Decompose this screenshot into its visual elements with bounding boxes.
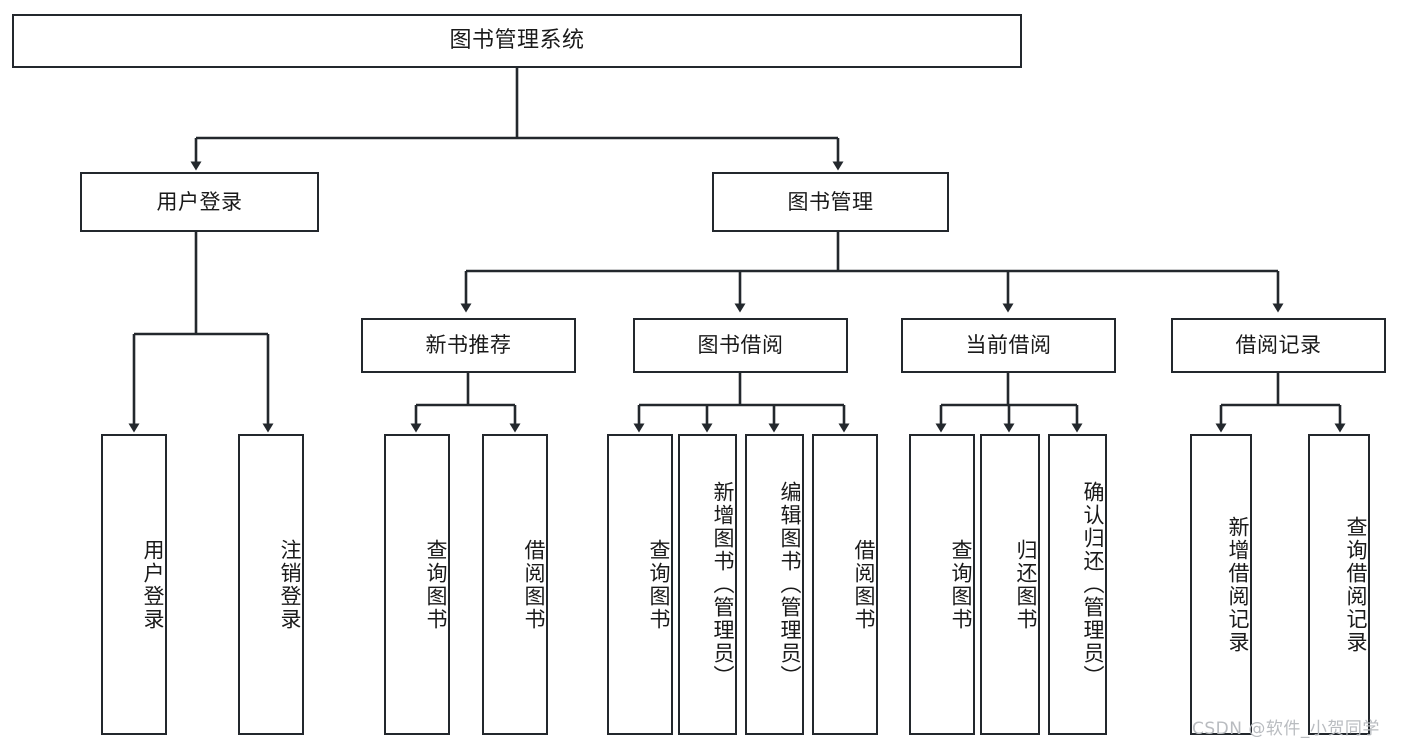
leaf-record-add-record[interactable]: 新增借阅记录 <box>1190 434 1252 735</box>
leaf-label: 归还图书 <box>1014 538 1038 631</box>
leaf-label: 新增图书（管理员） <box>711 481 735 688</box>
csdn-watermark: CSDN @软件_小贺同学 <box>1192 719 1380 739</box>
leaf-borrow-query-book[interactable]: 查询图书 <box>607 434 673 735</box>
leaf-recommend-query-book[interactable]: 查询图书 <box>384 434 450 735</box>
leaf-borrow-add-book-admin[interactable]: 新增图书（管理员） <box>678 434 737 735</box>
leaf-user-login-signout[interactable]: 注销登录 <box>238 434 304 735</box>
node-book-borrow[interactable]: 图书借阅 <box>633 318 848 373</box>
leaf-label: 查询图书 <box>647 538 671 631</box>
leaf-label: 用户登录 <box>141 538 165 631</box>
leaf-label: 借阅图书 <box>852 538 876 631</box>
leaf-recommend-borrow-book[interactable]: 借阅图书 <box>482 434 548 735</box>
leaf-label: 查询图书 <box>424 538 448 631</box>
leaf-label: 新增借阅记录 <box>1226 515 1250 654</box>
leaf-label: 查询图书 <box>949 538 973 631</box>
leaf-current-return-book[interactable]: 归还图书 <box>980 434 1040 735</box>
node-borrow-record[interactable]: 借阅记录 <box>1171 318 1386 373</box>
leaf-current-query-book[interactable]: 查询图书 <box>909 434 975 735</box>
node-new-book-recommend[interactable]: 新书推荐 <box>361 318 576 373</box>
leaf-borrow-edit-book-admin[interactable]: 编辑图书（管理员） <box>745 434 804 735</box>
leaf-label: 借阅图书 <box>522 538 546 631</box>
leaf-current-confirm-return-admin[interactable]: 确认归还（管理员） <box>1048 434 1107 735</box>
leaf-label: 注销登录 <box>278 538 302 631</box>
leaf-label: 确认归还（管理员） <box>1081 481 1105 688</box>
node-root-system[interactable]: 图书管理系统 <box>12 14 1022 68</box>
leaf-label: 编辑图书（管理员） <box>778 481 802 688</box>
node-current-borrow[interactable]: 当前借阅 <box>901 318 1116 373</box>
leaf-record-query-record[interactable]: 查询借阅记录 <box>1308 434 1370 735</box>
node-book-management[interactable]: 图书管理 <box>712 172 949 232</box>
node-user-login[interactable]: 用户登录 <box>80 172 319 232</box>
leaf-label: 查询借阅记录 <box>1344 515 1368 654</box>
leaf-user-login-signin[interactable]: 用户登录 <box>101 434 167 735</box>
leaf-borrow-borrow-book[interactable]: 借阅图书 <box>812 434 878 735</box>
